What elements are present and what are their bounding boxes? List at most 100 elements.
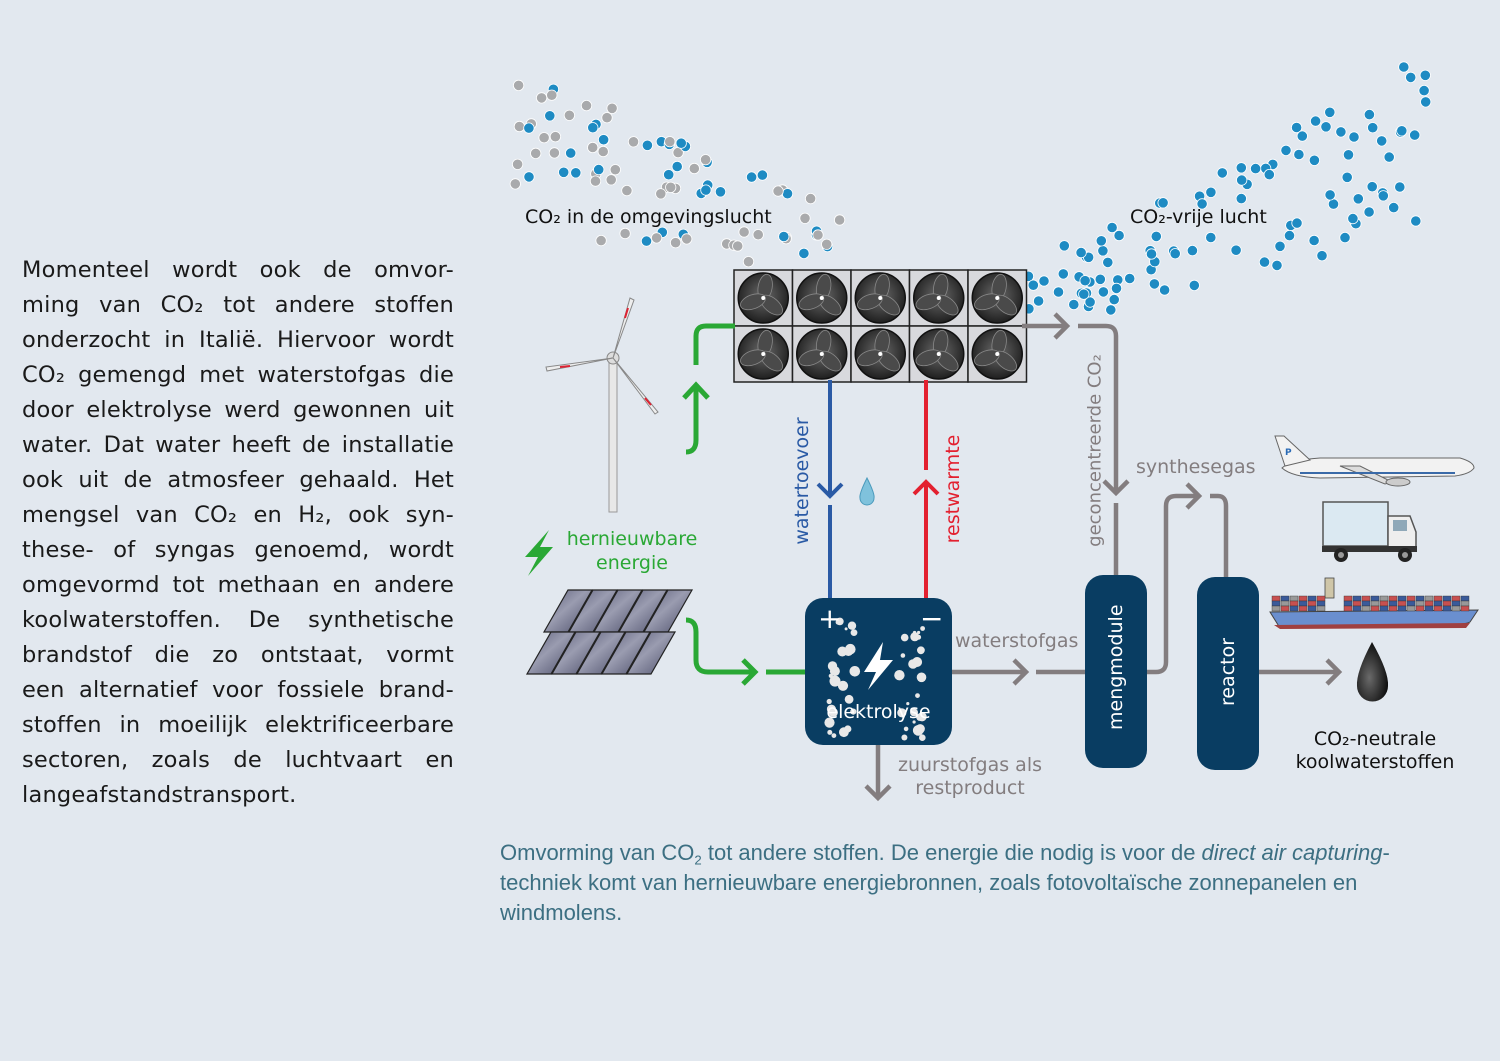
air-particle <box>1078 288 1090 300</box>
caption-part3: -techniek komt van hernieuwbare energieb… <box>500 840 1390 925</box>
air-particle <box>1316 250 1328 262</box>
air-particle <box>1038 275 1050 287</box>
air-particle <box>544 110 556 122</box>
solar-cell <box>575 631 627 675</box>
air-particle <box>1398 61 1410 73</box>
air-particle <box>1367 122 1379 134</box>
air-particle <box>714 186 727 198</box>
air-particle <box>1150 230 1162 242</box>
air-particle <box>1169 248 1181 260</box>
air-particle <box>619 227 631 240</box>
air-particle <box>812 229 824 241</box>
fan-icon <box>733 269 794 327</box>
fan-icon <box>850 325 911 383</box>
body-text-line: ook uit de atmosfeer gehaald. Het <box>22 467 454 493</box>
air-particle <box>621 185 633 197</box>
air-particle <box>1396 125 1408 137</box>
body-text-line: door elektrolyse werd gewonnen uit <box>22 397 454 423</box>
air-particle <box>1258 256 1271 268</box>
body-text-line: ming van CO₂ tot andere stoffen <box>22 292 454 318</box>
body-text-line: water. Dat water heeft de installatie <box>22 432 454 458</box>
air-particle <box>606 102 618 114</box>
caption-part2: tot andere stoffen. De energie die nodig… <box>701 840 1202 865</box>
air-particle <box>688 162 700 175</box>
air-particle <box>1186 245 1199 257</box>
body-text-line: stoffen in moeilijk elektrificeerbare <box>22 712 454 738</box>
air-particle <box>655 188 667 200</box>
electrolysis-minus-sign: − <box>920 602 944 635</box>
air-particle <box>1033 295 1045 307</box>
air-particle <box>627 136 640 148</box>
air-particle <box>1274 240 1286 252</box>
gas-bubble <box>920 626 925 631</box>
gas-bubble <box>915 724 925 734</box>
body-text-line: CO₂ gemengd met waterstofgas die <box>22 362 454 388</box>
svg-text:P: P <box>1285 448 1292 458</box>
air-particle <box>558 166 570 178</box>
body-text: Momenteel wordt ook de omvor-ming van CO… <box>22 253 454 813</box>
gas-bubble <box>917 630 921 635</box>
solar-cell <box>550 631 602 675</box>
renewable-energy-label-line1: hernieuwbare <box>566 528 698 550</box>
air-particle <box>1324 106 1336 118</box>
gas-bubble <box>894 670 905 681</box>
gas-bubble <box>900 653 906 658</box>
air-particle <box>1308 234 1320 247</box>
body-text-line: sectoren, zoals de luchtvaart en <box>22 747 454 773</box>
air-particle <box>509 178 521 190</box>
air-particle <box>1027 279 1039 291</box>
lightning-icon <box>864 642 893 690</box>
body-text-line: these- of syngas genoemd, wordt <box>22 537 454 563</box>
oxygen-byproduct-label: zuurstofgas als restproduct <box>893 754 1047 800</box>
gas-bubble <box>910 708 918 717</box>
co2-ambient-air-label: CO₂ in de omgevingslucht <box>525 206 772 228</box>
air-particle <box>538 132 550 144</box>
air-particle <box>675 137 687 149</box>
air-particle <box>1108 293 1120 306</box>
air-particle <box>1296 130 1308 142</box>
air-particle <box>1084 296 1096 308</box>
air-particle <box>821 238 833 250</box>
oxygen-byproduct-label-line2: restproduct <box>915 777 1025 799</box>
direct-air-capture-fan-unit <box>733 269 1028 383</box>
fan-icon <box>967 325 1028 383</box>
air-particle <box>1205 186 1217 198</box>
body-text-line: brandstof die zo ontstaat, vormt <box>22 642 454 668</box>
fan-icon <box>791 325 852 383</box>
air-particle <box>799 212 811 224</box>
air-particle <box>745 171 758 183</box>
air-particle <box>742 256 755 268</box>
air-particle <box>1236 174 1248 186</box>
air-particle <box>1363 109 1376 121</box>
air-particle <box>1157 197 1169 209</box>
body-text-line: een alternatief voor fossiele brand- <box>22 677 454 703</box>
water-supply-label: watertoevoer <box>791 417 813 545</box>
solar-cell <box>600 631 652 675</box>
air-particle <box>1058 240 1070 252</box>
air-particle <box>609 164 621 176</box>
air-particle <box>589 175 602 187</box>
air-particle <box>530 147 542 159</box>
air-particle <box>1388 202 1400 214</box>
gas-bubble <box>912 720 916 724</box>
gas-bubble <box>826 704 836 714</box>
air-particle <box>1347 213 1359 225</box>
gas-bubble <box>826 698 832 705</box>
syngas-label: synthesegas <box>1136 456 1256 478</box>
body-text-line: koolwaterstoffen. De synthetische <box>22 607 454 633</box>
gas-bubble <box>829 675 841 687</box>
gas-bubble <box>900 633 909 642</box>
oil-drop-icon <box>1356 642 1389 702</box>
gas-bubble <box>827 729 833 735</box>
gas-bubble <box>897 708 907 718</box>
fan-icon <box>791 269 852 327</box>
air-particle <box>1216 167 1228 179</box>
air-particle <box>1419 69 1431 81</box>
fan-icon <box>967 269 1028 327</box>
gas-bubble <box>827 661 838 671</box>
airplane-icon: P <box>1274 435 1475 487</box>
air-particle <box>640 235 653 247</box>
air-particle <box>1394 181 1406 193</box>
co2-ambient-air-particles <box>509 79 846 268</box>
fan-icon <box>850 269 911 327</box>
